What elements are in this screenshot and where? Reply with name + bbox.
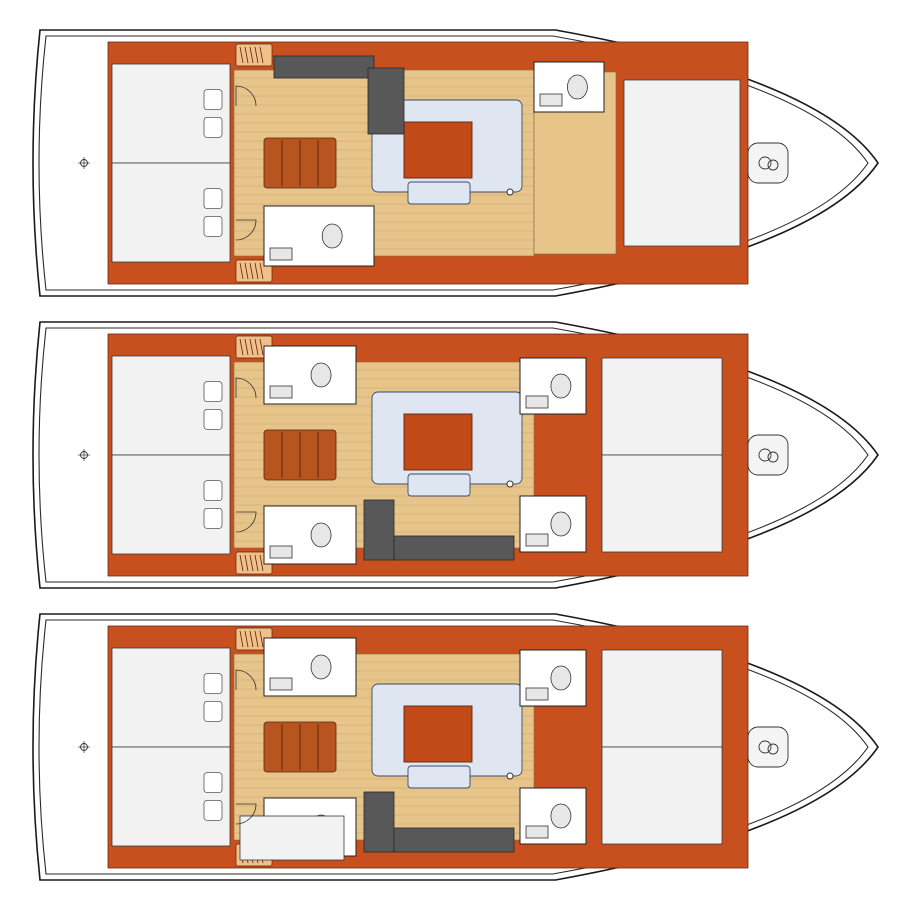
saloon-bench (407, 765, 471, 789)
deck-plan-three-cabin (32, 29, 879, 297)
deck-plan-four-cabin-crew (32, 613, 879, 881)
sink-icon (269, 385, 293, 399)
door-swing (235, 669, 257, 691)
hanging-locker (235, 43, 273, 67)
windlass-icon (758, 740, 772, 754)
forward-berth (601, 649, 723, 748)
deck-plan-four-cabin (32, 321, 879, 589)
berth-mattress (111, 647, 231, 748)
toilet-icon (310, 522, 332, 548)
saloon-table (403, 121, 473, 179)
pillow (203, 381, 223, 403)
galley-counter (273, 55, 375, 79)
berth-mattress (111, 355, 231, 456)
windlass-icon (758, 156, 772, 170)
toilet-icon (550, 511, 572, 537)
pillow (203, 700, 223, 722)
toilet-icon (550, 665, 572, 691)
pillow (203, 116, 223, 138)
toilet-icon (550, 373, 572, 399)
galley-counter (393, 827, 515, 853)
galley-fridge (367, 67, 405, 135)
sink-icon (525, 533, 549, 547)
sink-icon (525, 395, 549, 409)
pillow (203, 408, 223, 430)
door-swing (235, 219, 257, 241)
sink-icon (525, 825, 549, 839)
mast-base-icon (506, 480, 514, 488)
door-swing (235, 377, 257, 399)
sink-icon (539, 93, 563, 107)
mast-base-icon (506, 772, 514, 780)
pillow (203, 89, 223, 111)
pillow (203, 507, 223, 529)
berth-mattress (111, 454, 231, 555)
forward-berth (601, 454, 723, 553)
toilet-icon (321, 223, 343, 249)
pillow (203, 799, 223, 821)
berth-mattress (111, 63, 231, 164)
saloon-bench (407, 181, 471, 205)
windlass-icon (758, 448, 772, 462)
berth-mattress (111, 746, 231, 847)
pillow (203, 480, 223, 502)
forward-berth (601, 357, 723, 456)
galley-fridge (363, 791, 395, 853)
toilet-icon (310, 654, 332, 680)
forward-berth (623, 79, 741, 247)
toilet-icon (310, 362, 332, 388)
forward-berth (601, 746, 723, 845)
galley-counter (393, 535, 515, 561)
saloon-table (403, 413, 473, 471)
sink-icon (269, 545, 293, 559)
door-swing (235, 85, 257, 107)
saloon-table (403, 705, 473, 763)
pillow (203, 215, 223, 237)
toilet-icon (550, 803, 572, 829)
head-compartment (519, 357, 587, 415)
pillow (203, 772, 223, 794)
pillow (203, 188, 223, 210)
crew-berth (239, 815, 345, 861)
galley-fridge (363, 499, 395, 561)
berth-mattress (111, 162, 231, 263)
saloon-bench (407, 473, 471, 497)
mast-base-icon (506, 188, 514, 196)
sink-icon (269, 247, 293, 261)
hanging-locker (235, 259, 273, 283)
sink-icon (525, 687, 549, 701)
door-swing (235, 803, 257, 825)
toilet-icon (567, 74, 588, 100)
sink-icon (269, 677, 293, 691)
pillow (203, 673, 223, 695)
door-swing (235, 511, 257, 533)
